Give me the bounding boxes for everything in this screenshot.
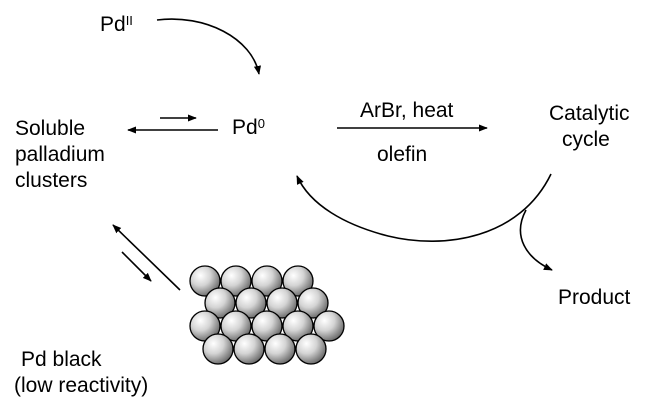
pd-sphere xyxy=(202,333,234,365)
pd-sphere xyxy=(220,265,252,297)
pd-sphere xyxy=(251,265,283,297)
pd-sphere xyxy=(266,287,298,319)
pd-black-line-1: Pd black xyxy=(21,348,102,371)
equilibrium-arrow-to-black xyxy=(121,251,152,282)
catalytic-return-arc xyxy=(296,173,552,242)
reagent-bottom-label: olefin xyxy=(377,143,428,166)
equilibrium-arrow-to-clusters-from-black xyxy=(112,224,181,291)
product-label: Product xyxy=(558,286,631,309)
pd-sphere xyxy=(264,333,296,365)
reagent-top-label: ArBr, heat xyxy=(360,99,454,122)
pd-0-label: Pd0 xyxy=(232,116,265,139)
pd-sphere xyxy=(282,265,314,297)
pd-sphere xyxy=(189,265,221,297)
pdii-to-pd0-arrow xyxy=(156,18,261,75)
pd-sphere xyxy=(233,333,265,365)
pd-sphere xyxy=(204,287,236,319)
catalytic-line-1: Catalytic xyxy=(549,102,630,125)
pd-sphere xyxy=(235,287,267,319)
pd-ii-label: PdII xyxy=(100,13,133,36)
product-branch-arrow xyxy=(519,209,553,271)
clusters-line-2: palladium xyxy=(15,143,105,166)
clusters-line-3: clusters xyxy=(15,169,88,192)
pd-black-line-2: (low reactivity) xyxy=(14,374,149,397)
pd-sphere xyxy=(295,333,327,365)
pd-sphere xyxy=(297,287,329,319)
pd-sphere xyxy=(313,310,345,342)
catalytic-line-2: cycle xyxy=(562,128,610,151)
clusters-line-1: Soluble xyxy=(15,117,86,140)
pd-black-sphere-cluster xyxy=(189,265,345,365)
